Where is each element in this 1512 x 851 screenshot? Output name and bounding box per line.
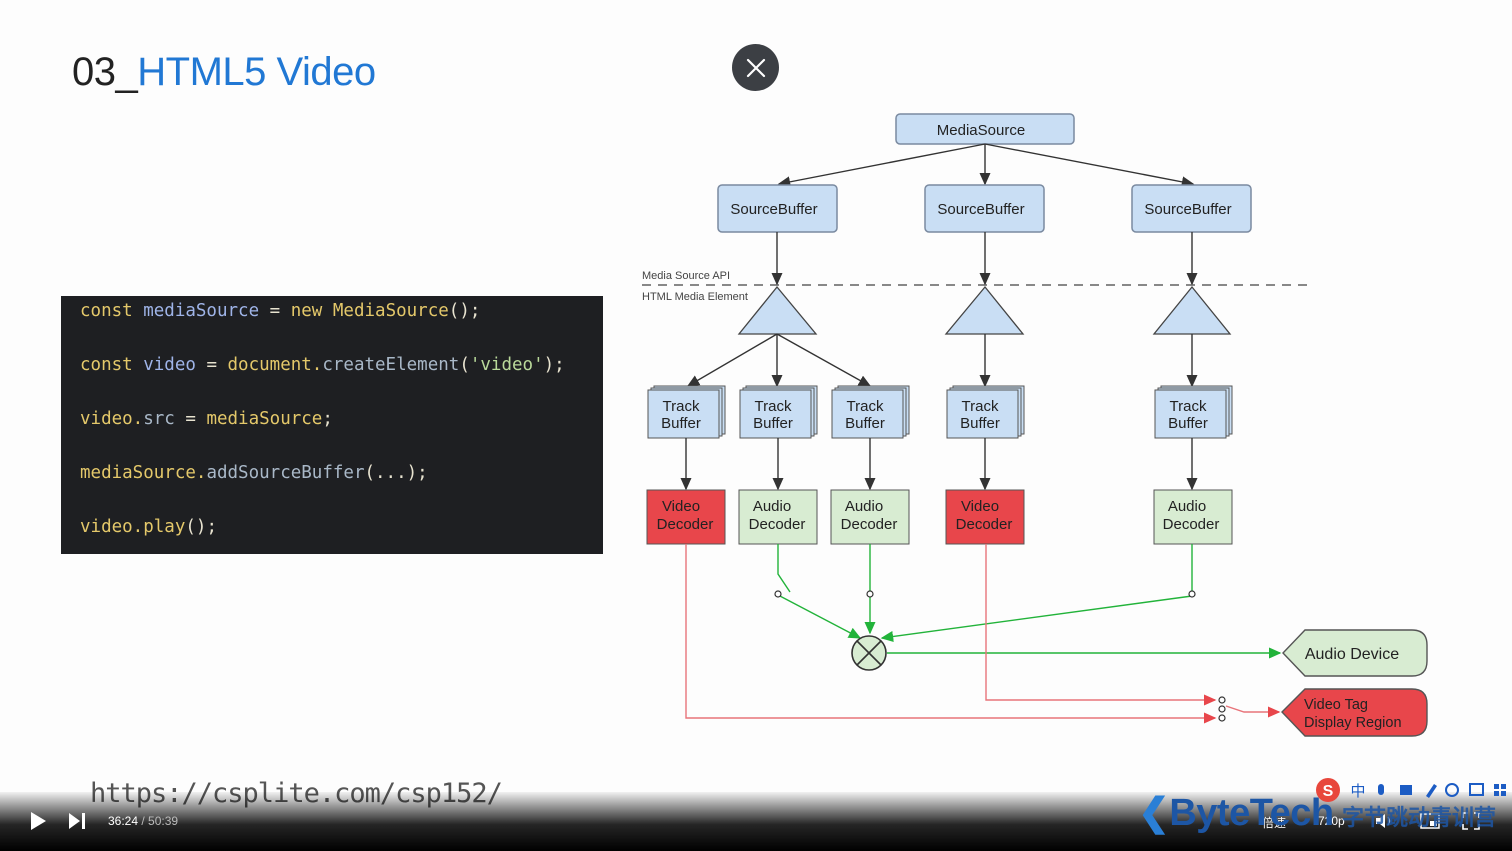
code-block: const mediaSource = new MediaSource(); c… [61,296,603,554]
svg-text:Track: Track [663,398,700,415]
svg-text:Video: Video [662,498,700,515]
slide-title: 03_HTML5 Video [72,50,376,95]
svg-text:Video: Video [961,498,999,515]
svg-text:Audio: Audio [845,498,883,515]
fullscreen-button[interactable] [1462,812,1480,835]
slide-title-text: HTML5 Video [137,50,376,94]
speed-button[interactable]: 倍速 [1262,816,1287,830]
quality-button[interactable]: 720p [1318,814,1345,828]
video-tag-display-box: Video Tag Display Region [1281,688,1428,737]
video-player-controls: 36:24 / 50:39 倍速 720p [0,792,1512,851]
track-buffer: Track Buffer [831,385,910,439]
pen-icon [1426,784,1437,798]
picture-in-picture-icon [1420,813,1440,829]
svg-text:Track: Track [1170,398,1207,415]
code-line: mediaSource.addSourceBuffer(...); [80,463,428,483]
svg-text:Audio: Audio [753,498,791,515]
video-decoder-box: Video Decoder [646,489,726,545]
source-buffer-label: SourceBuffer [937,201,1024,218]
keyboard-icon [1400,785,1412,795]
svg-text:Audio Device: Audio Device [1305,646,1399,663]
fullscreen-icon [1462,812,1480,830]
api-label: Media Source API [642,270,730,282]
current-time: 36:24 [108,814,139,828]
svg-text:Decoder: Decoder [956,516,1013,533]
duration: 50:39 [148,814,179,828]
svg-text:Decoder: Decoder [841,516,898,533]
svg-text:Decoder: Decoder [1163,516,1220,533]
playback-time: 36:24 / 50:39 [108,814,179,828]
grid-icon [1494,784,1499,789]
svg-text:Buffer: Buffer [661,415,701,432]
demux-triangle [737,285,818,335]
omega-icon [1445,783,1459,797]
element-label: HTML Media Element [642,291,748,303]
code-line: video.src = mediaSource; [80,409,333,429]
svg-text:Audio: Audio [1168,498,1206,515]
demux-triangle [1152,285,1232,335]
audio-decoder-box: Audio Decoder [738,489,818,545]
track-buffer: Track Buffer [1154,385,1233,439]
svg-text:Video Tag: Video Tag [1304,697,1368,713]
svg-text:Buffer: Buffer [960,415,1000,432]
bytetech-subtitle: 字节跳动青训营 [1342,805,1497,830]
volume-icon [1376,814,1391,828]
microphone-icon [1378,784,1384,795]
svg-text:Buffer: Buffer [1168,415,1208,432]
track-buffer: Track Buffer [647,385,726,439]
demux-triangle [944,285,1025,335]
bytetech-logo: ❮ByteTech [1138,790,1334,835]
ime-chinese-label: 中 [1350,783,1365,800]
svg-text:Display Region: Display Region [1304,715,1402,731]
video-decoder-box: Video Decoder [945,489,1025,545]
pip-button[interactable] [1420,812,1440,835]
svg-text:S: S [1323,783,1334,800]
play-icon [31,812,46,830]
table-icon [1469,783,1484,796]
track-buffer: Track Buffer [739,385,818,439]
code-line: const video = document.createElement('vi… [80,355,565,375]
svg-text:Track: Track [755,398,792,415]
audio-mixer [851,635,887,671]
close-button[interactable] [732,44,779,91]
sogou-icon [1316,778,1340,802]
audio-decoder-box: Audio Decoder [1153,489,1233,545]
mse-diagram: MediaSource SourceBuffer SourceBuffer So… [642,113,1428,737]
svg-text:Buffer: Buffer [753,415,793,432]
ime-toolbar: S 中 [1314,776,1512,806]
bytetech-logo-text: ByteTech [1169,792,1334,834]
svg-text:Track: Track [962,398,999,415]
volume-button[interactable] [1374,812,1394,835]
audio-device-box: Audio Device [1282,629,1428,677]
bytetech-mark-icon: ❮ [1138,792,1170,834]
code-line: video.play(); [80,517,217,537]
play-button[interactable] [28,810,48,837]
slide-title-number: 03_ [72,50,138,94]
code-line: const mediaSource = new MediaSource(); [80,301,481,321]
audio-decoder-box: Audio Decoder [830,489,910,545]
track-buffer: Track Buffer [946,385,1025,439]
svg-text:Decoder: Decoder [657,516,714,533]
source-buffer-label: SourceBuffer [1144,201,1231,218]
source-buffer-label: SourceBuffer [730,201,817,218]
svg-text:Track: Track [847,398,884,415]
svg-text:Buffer: Buffer [845,415,885,432]
next-icon [69,813,85,829]
media-source-label: MediaSource [937,122,1025,139]
svg-text:Decoder: Decoder [749,516,806,533]
close-icon [746,58,765,77]
next-button[interactable] [66,811,88,836]
